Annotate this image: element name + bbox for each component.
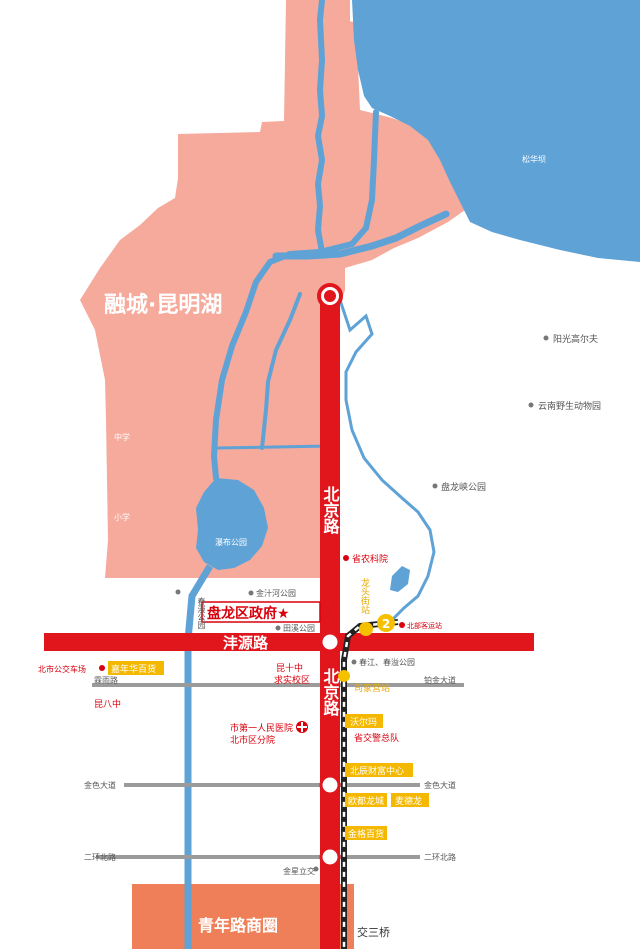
- fengyuan-road: [44, 633, 534, 651]
- traffic-police-label: 省交警总队: [354, 732, 399, 744]
- jinse-avenue-left-label: 金色大道: [84, 780, 116, 790]
- north-land-area: [336, 0, 350, 28]
- kun-eight-label: 昆八中: [94, 698, 121, 710]
- east-river-branch: [314, 0, 326, 255]
- chunjiang-park-dot: [351, 659, 357, 665]
- beijing-road-south-label: 北京路: [321, 668, 340, 717]
- panlongxia-park-label: 盘龙峡公园: [441, 481, 486, 493]
- beichen-center-box[interactable]: [345, 763, 413, 777]
- panlongxia-park-dot: [432, 483, 438, 489]
- chunjiang-park-text: 春江、春溢公园: [359, 657, 415, 667]
- inner-channel: [260, 292, 302, 450]
- carnival-store-label: 嘉年华百货: [111, 663, 156, 675]
- north-branch-label: 北市区分院: [230, 734, 275, 746]
- tianxi-park-label: 田溪公园: [283, 623, 315, 633]
- metro-dragon-label: 麦德龙: [395, 795, 422, 807]
- chunjiang-park-label: 春江、春溢公园: [359, 657, 415, 667]
- jinge-store-label: 金格百货: [348, 828, 384, 840]
- qiushi-campus-label: 求实校区: [274, 674, 310, 686]
- edge-channel: [215, 444, 331, 450]
- government-label: 盘龙区政府★: [207, 605, 290, 622]
- linyu-road-label: 霖雨路: [94, 675, 118, 685]
- longtou-lake: [390, 566, 410, 592]
- government-label-box[interactable]: [201, 601, 321, 623]
- first-hospital-label: 市第一人民医院: [230, 722, 293, 734]
- longtou-river: [338, 298, 436, 622]
- line-2-badge[interactable]: [377, 614, 395, 632]
- agri-academy-dot: [343, 555, 349, 561]
- beichen-center-label: 北辰财富中心: [350, 765, 404, 777]
- north-bus-station-dot: [399, 622, 405, 628]
- oudu-longcheng-box[interactable]: [345, 793, 387, 807]
- first-hospital-cross-h: [297, 726, 307, 728]
- songhua-reservoir: [352, 0, 640, 262]
- metro-dragon-box[interactable]: [391, 793, 429, 807]
- north-bus-station-label: 北部客运站: [407, 621, 442, 630]
- songhua-dam-label: 松华坝: [522, 154, 546, 164]
- yunnan-zoo-dot: [528, 402, 534, 408]
- qingnian-district-label: 青年路商圈: [198, 916, 278, 935]
- longtou-street-station[interactable]: [359, 622, 373, 636]
- jinxing-flyover-dot: [313, 866, 319, 872]
- yangguang-golf-dot: [543, 335, 549, 341]
- middle-school-label: 中学: [114, 432, 130, 442]
- chunman-park-dot: [175, 589, 181, 595]
- qingnian-commercial-area: [132, 884, 354, 949]
- tianxi-park-dot: [275, 625, 281, 631]
- fengyuan-road-station[interactable]: [319, 631, 341, 653]
- jinge-store-box[interactable]: [345, 826, 387, 840]
- beijing-road-station-north-core: [324, 290, 336, 302]
- jinse-avenue-right-label: 金色大道: [424, 780, 456, 790]
- second-ring-right-label: 二环北路: [424, 852, 456, 862]
- line-2-number: 2: [382, 617, 390, 631]
- jinzhihe-park-dot: [248, 590, 254, 596]
- primary-school-label: 小学: [114, 512, 130, 522]
- sijiaying-station-label: 司家营站: [354, 682, 390, 694]
- waterfall-park-label: 瀑布公园: [215, 537, 247, 547]
- jinse-avenue-station[interactable]: [319, 774, 341, 796]
- longtou-street-label: 龙头街站: [359, 577, 370, 615]
- second-ring-station[interactable]: [319, 846, 341, 868]
- carnival-store-box[interactable]: [108, 661, 164, 675]
- channel-to-reservoir: [272, 210, 450, 260]
- kunshi-school-label: 昆十中: [276, 662, 303, 674]
- walmart-label: 沃尔玛: [350, 716, 377, 728]
- north-bus-yard-label: 北市公交车场: [38, 664, 86, 674]
- beijing-road-north-text: 北京路: [321, 486, 340, 535]
- beijing-road-south-text: 北京路: [321, 668, 340, 717]
- fengyuan-road-label: 沣源路: [223, 634, 269, 652]
- agri-academy-label: 省农科院: [352, 553, 388, 565]
- north-bus-yard-dot: [99, 665, 105, 671]
- oudu-longcheng-label: 欧都龙城: [348, 795, 384, 807]
- jinzhihe-park-label: 金汁河公园: [256, 588, 296, 598]
- sijiaying-station-dot[interactable]: [338, 670, 350, 682]
- west-river: [210, 109, 379, 481]
- jinxing-flyover-label: 金星立交: [283, 866, 315, 876]
- second-ring-left-label: 二环北路: [84, 852, 116, 862]
- district-title: 融城·昆明湖: [104, 292, 222, 318]
- jiaosan-bridge-label: 交三桥: [357, 925, 390, 939]
- longtou-street-text: 龙头街站: [359, 577, 370, 615]
- walmart-box[interactable]: [345, 714, 383, 728]
- south-river: [184, 564, 214, 949]
- yangguang-golf-label: 阳光高尔夫: [553, 333, 598, 345]
- waterfall-lake: [196, 478, 268, 570]
- beijing-road-north-label: 北京路: [321, 486, 340, 535]
- baiyin-avenue-label: 铂金大道: [424, 675, 456, 685]
- metro-line-2-dash: [342, 620, 399, 949]
- yunnan-zoo-label: 云南野生动物园: [538, 400, 601, 412]
